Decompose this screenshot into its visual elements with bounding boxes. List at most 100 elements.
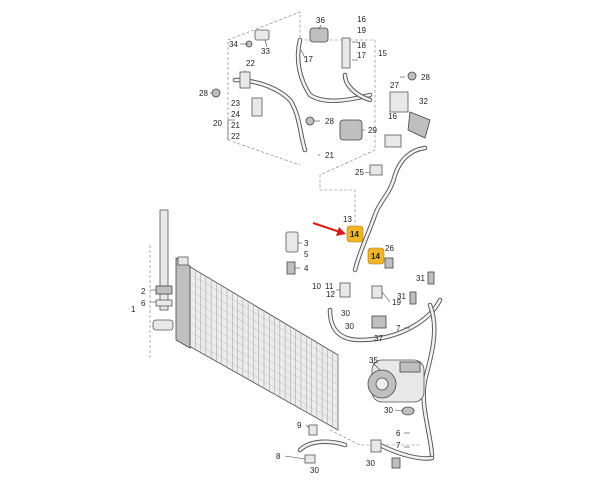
callout-32: 32 [419, 97, 428, 106]
part-22-union [239, 71, 251, 89]
callout-30c: 30 [384, 406, 393, 415]
part-33-cap [254, 29, 270, 41]
callout-19b: 19 [392, 298, 401, 307]
callout-16b: 16 [388, 112, 397, 121]
callout-21b: 21 [325, 151, 334, 160]
callout-7b: 7 [396, 441, 401, 450]
suction-line [352, 145, 428, 273]
callout-3: 3 [304, 239, 309, 248]
part-8-fitting [304, 454, 316, 464]
callout-20: 20 [213, 119, 222, 128]
callout-27: 27 [390, 81, 399, 90]
part-28-bolt-b [305, 116, 315, 126]
callout-30d: 30 [310, 466, 319, 475]
part-28-bolt-c [407, 71, 417, 81]
callout-23: 23 [231, 99, 240, 108]
callout-19: 19 [357, 26, 366, 35]
part-27-bracket [389, 91, 409, 113]
callout-17: 17 [304, 55, 313, 64]
part-19-fitting [371, 285, 383, 299]
callout-30a: 30 [341, 309, 350, 318]
part-23-24-fitting [251, 97, 263, 117]
callout-5: 5 [304, 250, 309, 259]
part-16-fitting [384, 134, 402, 148]
callout-7: 7 [396, 324, 401, 333]
callout-35: 35 [369, 356, 378, 365]
callout-2: 2 [141, 287, 146, 296]
callout-31b: 31 [397, 292, 406, 301]
part-31-bolt-b [409, 291, 417, 305]
part-26-bolt [384, 257, 394, 269]
callout-22b: 22 [231, 132, 240, 141]
callout-36: 36 [316, 16, 325, 25]
callout-15: 15 [378, 49, 387, 58]
part-lower-bolt [391, 457, 401, 469]
callout-30b: 30 [345, 322, 354, 331]
part-3-pressure-sender [285, 231, 299, 253]
part-12-cap [339, 282, 351, 298]
condenser-fin-row [189, 298, 339, 386]
condenser-fins [189, 266, 339, 430]
lower-pipes [297, 297, 443, 461]
callout-37: 37 [374, 334, 383, 343]
callout-labels: 36 34 33 17 16 19 18 17 15 22 28 23 24 2… [131, 15, 430, 475]
part-37-bracket [371, 315, 387, 329]
part-28-grommet [401, 406, 415, 416]
callout-25: 25 [355, 168, 364, 177]
leader-lines [150, 24, 410, 460]
callout-6b: 6 [141, 299, 146, 308]
callout-21: 21 [231, 121, 240, 130]
upper-pipes [232, 37, 373, 153]
callout-14a: 14 [350, 230, 359, 239]
group-outlines [149, 11, 420, 446]
condenser-fin-row [189, 339, 339, 423]
callout-28b: 28 [325, 117, 334, 126]
callout-1: 1 [131, 305, 136, 314]
part-25-clip [369, 164, 383, 176]
callout-29: 29 [368, 126, 377, 135]
callout-18: 18 [357, 41, 366, 50]
part-31-bolt [427, 271, 435, 285]
callout-28a: 28 [199, 89, 208, 98]
callout-11: 11 [325, 282, 334, 291]
condenser-fin-row [189, 290, 339, 378]
condenser-fin-row [189, 331, 339, 416]
callout-8: 8 [276, 452, 281, 461]
receiver-drier [152, 209, 174, 331]
callout-30e: 30 [366, 459, 375, 468]
part-15-line [341, 37, 351, 69]
callout-33: 33 [261, 47, 270, 56]
part-36-valve [309, 27, 329, 43]
callout-31a: 31 [416, 274, 425, 283]
callout-10: 10 [312, 282, 321, 291]
condenser [175, 256, 339, 431]
part-14-highlight-lower [367, 247, 385, 265]
components [211, 27, 435, 469]
part-28-bolt [211, 88, 221, 98]
callout-6: 6 [396, 429, 401, 438]
part-4-valve [286, 261, 296, 275]
callout-16: 16 [357, 15, 366, 24]
callout-34: 34 [229, 40, 238, 49]
part-14-highlight-upper [346, 225, 364, 243]
callout-13: 13 [343, 215, 352, 224]
condenser-fin-row [189, 315, 339, 401]
callout-17b: 17 [357, 51, 366, 60]
callout-24: 24 [231, 110, 240, 119]
callout-22: 22 [246, 59, 255, 68]
callout-14b: 14 [371, 252, 380, 261]
red-pointer-arrow [312, 222, 346, 236]
part-29-valve-block [339, 119, 363, 141]
part-35-compressor [367, 359, 425, 403]
part-lower-fitting [370, 439, 382, 453]
condenser-fin-row [189, 306, 339, 393]
part-32-cover [407, 111, 431, 139]
condenser-fin-row [189, 274, 339, 363]
callout-9: 9 [297, 421, 302, 430]
callout-12: 12 [326, 290, 335, 299]
callout-4: 4 [304, 264, 309, 273]
condenser-fin-row [189, 282, 339, 371]
part-9-cap [308, 424, 318, 436]
callout-26: 26 [385, 244, 394, 253]
